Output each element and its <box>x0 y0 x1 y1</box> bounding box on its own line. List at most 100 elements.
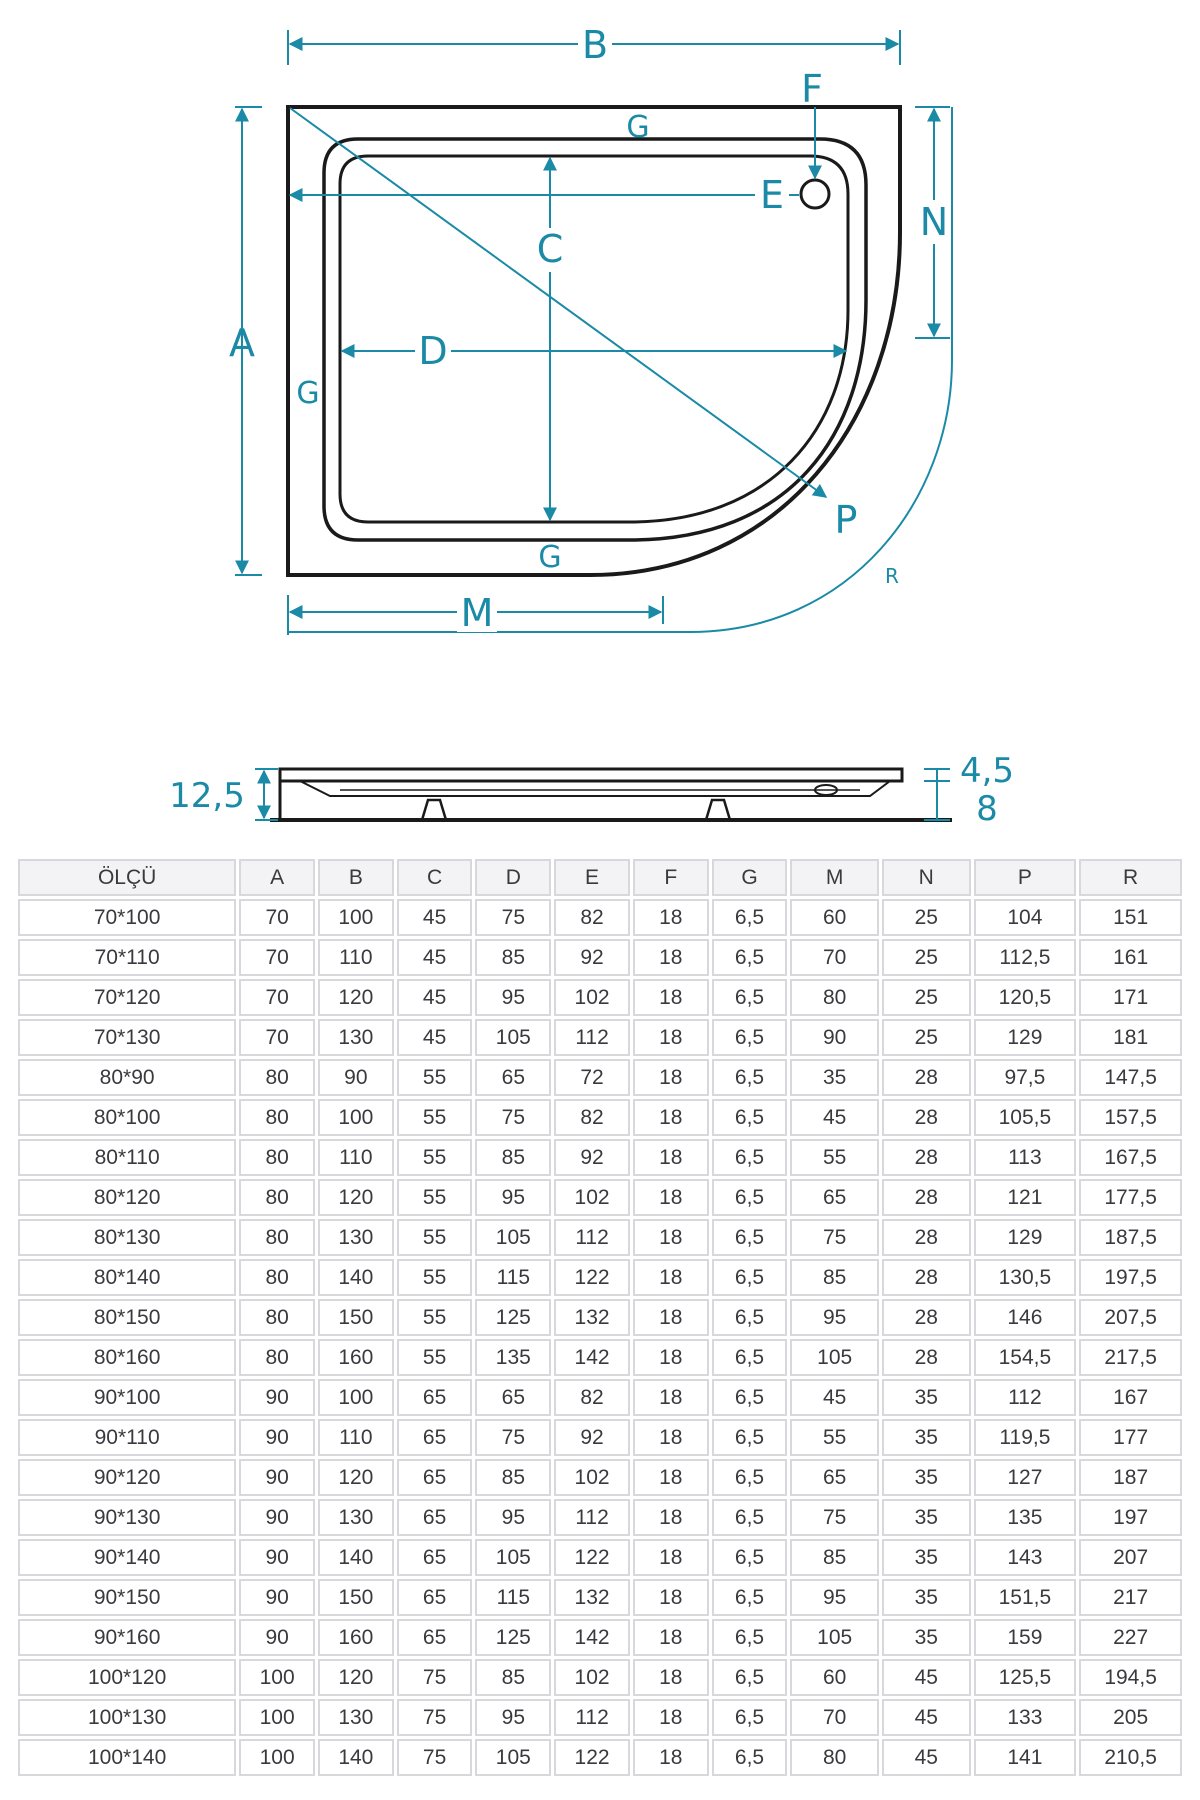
table-cell: 187 <box>1079 1459 1182 1496</box>
table-cell: 90*100 <box>18 1379 237 1416</box>
table-cell: 194,5 <box>1079 1659 1182 1696</box>
table-cell: 82 <box>554 899 630 936</box>
table-cell: 65 <box>475 1379 552 1416</box>
table-cell: 80*130 <box>18 1219 237 1256</box>
table-cell: 6,5 <box>711 1139 788 1176</box>
table-cell: 90*150 <box>18 1579 237 1616</box>
table-header-cell: B <box>317 859 394 896</box>
table-cell: 70*100 <box>18 899 237 936</box>
table-cell: 25 <box>881 1019 971 1056</box>
label-b: B <box>582 23 608 67</box>
table-cell: 28 <box>881 1139 971 1176</box>
table-cell: 100*130 <box>18 1699 237 1736</box>
table-cell: 28 <box>881 1099 971 1136</box>
table-cell: 18 <box>632 1219 709 1256</box>
table-cell: 70 <box>790 1699 879 1736</box>
side-basin <box>299 780 891 797</box>
table-cell: 90 <box>239 1619 315 1656</box>
label-p: P <box>835 498 858 542</box>
table-cell: 100 <box>239 1699 315 1736</box>
table-cell: 217 <box>1079 1579 1182 1616</box>
table-cell: 75 <box>475 899 552 936</box>
table-header-cell: G <box>711 859 788 896</box>
table-cell: 197 <box>1079 1499 1182 1536</box>
table-cell: 55 <box>396 1339 473 1376</box>
table-cell: 95 <box>475 979 552 1016</box>
table-cell: 70 <box>239 979 315 1016</box>
table-cell: 100*140 <box>18 1739 237 1776</box>
table-cell: 6,5 <box>711 1179 788 1216</box>
table-cell: 150 <box>317 1299 394 1336</box>
table-cell: 100 <box>239 1659 315 1696</box>
table-cell: 142 <box>554 1619 630 1656</box>
table-cell: 120 <box>317 979 394 1016</box>
table-cell: 70 <box>239 1019 315 1056</box>
dimension-lines <box>235 30 953 635</box>
table-header-cell: C <box>396 859 473 896</box>
table-cell: 120 <box>317 1459 394 1496</box>
table-cell: 105 <box>475 1219 552 1256</box>
table-cell: 150 <box>317 1579 394 1616</box>
table-cell: 130 <box>317 1219 394 1256</box>
table-cell: 102 <box>554 1459 630 1496</box>
table-cell: 75 <box>396 1659 473 1696</box>
table-cell: 80*90 <box>18 1059 237 1096</box>
table-cell: 80 <box>239 1059 315 1096</box>
table-cell: 105 <box>475 1539 552 1576</box>
table-cell: 28 <box>881 1339 971 1376</box>
dim-arc-r <box>288 107 953 633</box>
table-cell: 85 <box>475 1139 552 1176</box>
side-rim <box>278 767 904 783</box>
table-cell: 125,5 <box>973 1659 1077 1696</box>
label-r: R <box>885 564 899 588</box>
table-cell: 80 <box>239 1339 315 1376</box>
table-cell: 90*140 <box>18 1539 237 1576</box>
table-cell: 92 <box>554 1419 630 1456</box>
side-foot-left <box>420 798 448 821</box>
table-cell: 18 <box>632 1099 709 1136</box>
table-cell: 35 <box>881 1419 971 1456</box>
table-cell: 18 <box>632 1379 709 1416</box>
table-cell: 6,5 <box>711 1259 788 1296</box>
label-d: D <box>418 329 447 373</box>
table-cell: 90 <box>239 1579 315 1616</box>
table-cell: 112 <box>554 1699 630 1736</box>
table-cell: 45 <box>881 1739 971 1776</box>
table-cell: 90 <box>239 1379 315 1416</box>
table-cell: 18 <box>632 979 709 1016</box>
label-g-left: G <box>296 376 319 411</box>
table-cell: 120 <box>317 1659 394 1696</box>
table-cell: 97,5 <box>973 1059 1077 1096</box>
table-cell: 65 <box>396 1499 473 1536</box>
table-cell: 65 <box>396 1539 473 1576</box>
table-cell: 80 <box>239 1179 315 1216</box>
table-cell: 110 <box>317 1419 394 1456</box>
table-cell: 70*120 <box>18 979 237 1016</box>
table-cell: 55 <box>396 1059 473 1096</box>
table-cell: 210,5 <box>1079 1739 1182 1776</box>
table-cell: 207 <box>1079 1539 1182 1576</box>
table-cell: 80 <box>239 1139 315 1176</box>
table-cell: 122 <box>554 1739 630 1776</box>
table-cell: 55 <box>790 1139 879 1176</box>
table-cell: 80*160 <box>18 1339 237 1376</box>
table-cell: 6,5 <box>711 1619 788 1656</box>
table-cell: 122 <box>554 1539 630 1576</box>
table-cell: 80*140 <box>18 1259 237 1296</box>
table-cell: 6,5 <box>711 1539 788 1576</box>
table-cell: 151 <box>1079 899 1182 936</box>
table-header-cell: E <box>554 859 630 896</box>
table-cell: 35 <box>790 1059 879 1096</box>
table-header-cell: F <box>632 859 709 896</box>
table-cell: 102 <box>554 1179 630 1216</box>
drain-hole <box>799 178 831 210</box>
dim-line-p <box>289 107 828 498</box>
table-cell: 45 <box>881 1659 971 1696</box>
table-cell: 6,5 <box>711 979 788 1016</box>
table-header-cell: N <box>881 859 971 896</box>
table-cell: 113 <box>973 1139 1077 1176</box>
